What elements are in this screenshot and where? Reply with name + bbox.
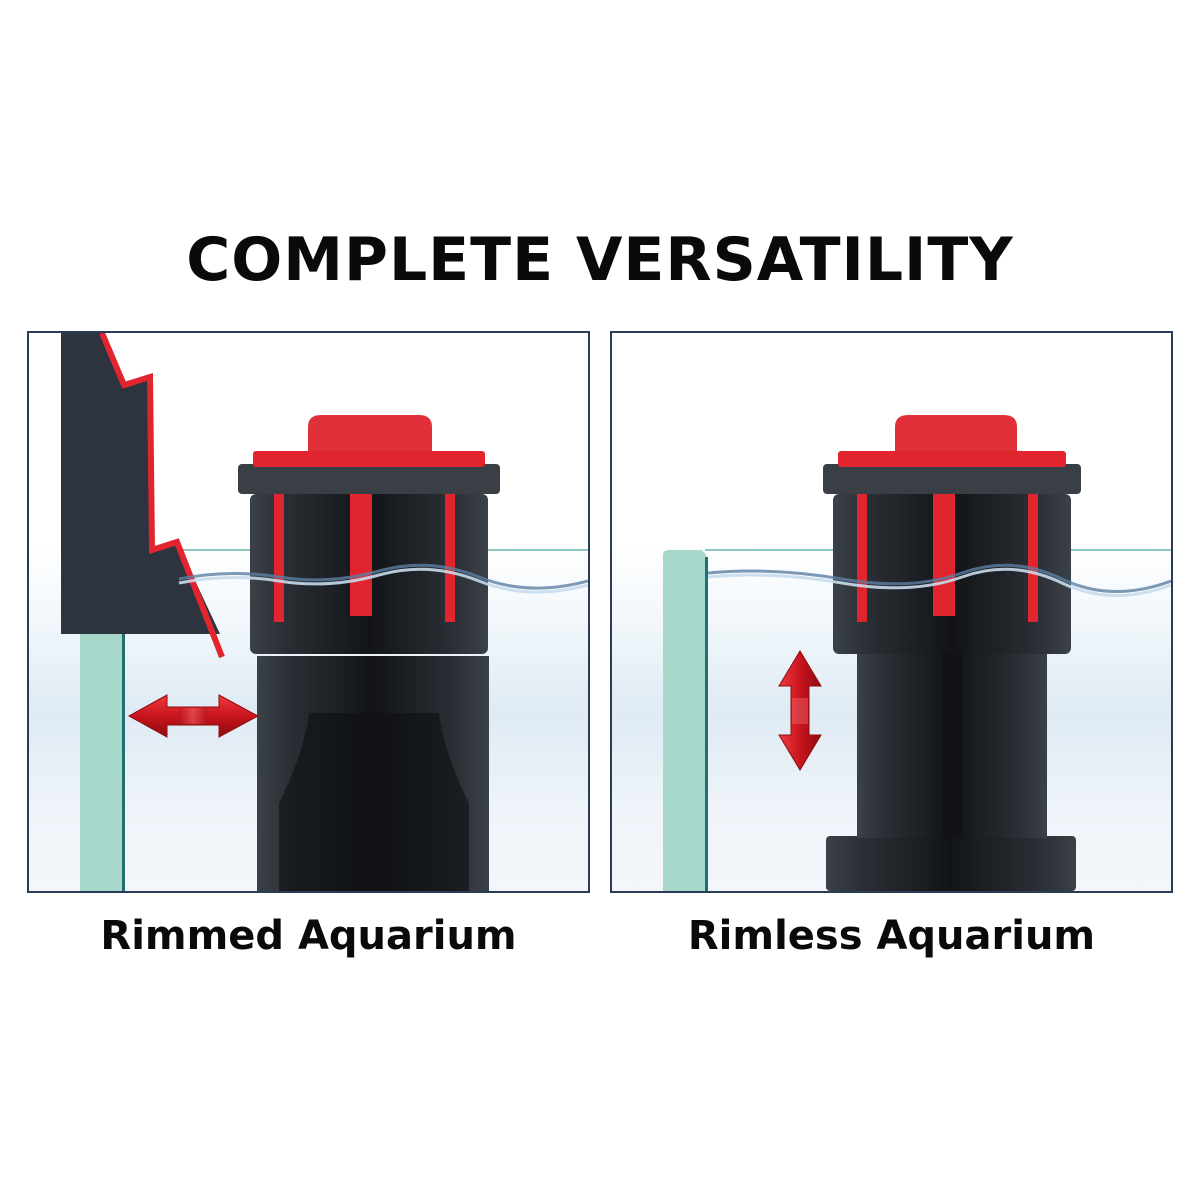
rimless-aquarium-panel xyxy=(610,331,1173,893)
vertical-double-arrow xyxy=(778,650,822,771)
cage-slot-red xyxy=(274,494,284,622)
aquarium-rim-cutaway xyxy=(61,333,220,634)
red-knob xyxy=(308,415,432,451)
rimmed-aquarium-panel xyxy=(27,331,590,893)
pump-cap-rim xyxy=(823,464,1081,494)
water-surface xyxy=(707,563,1171,593)
horizontal-double-arrow xyxy=(127,694,260,738)
page-title: COMPLETE VERSATILITY xyxy=(186,225,1014,295)
red-knob xyxy=(895,415,1017,451)
rimmed-aquarium-label: Rimmed Aquarium xyxy=(100,913,517,959)
rimless-aquarium-label: Rimless Aquarium xyxy=(687,913,1096,959)
cage-slot-red xyxy=(350,494,372,616)
glass-pane xyxy=(80,634,124,891)
rimless-illustration xyxy=(663,415,1171,891)
cutaway-line xyxy=(99,333,225,659)
rimmed-illustration xyxy=(61,333,588,891)
pump-cap-rim xyxy=(238,464,500,494)
cage-slot-red xyxy=(445,494,455,622)
pump-base xyxy=(826,836,1076,891)
glass-pane xyxy=(663,550,707,891)
water-surface xyxy=(178,563,588,590)
